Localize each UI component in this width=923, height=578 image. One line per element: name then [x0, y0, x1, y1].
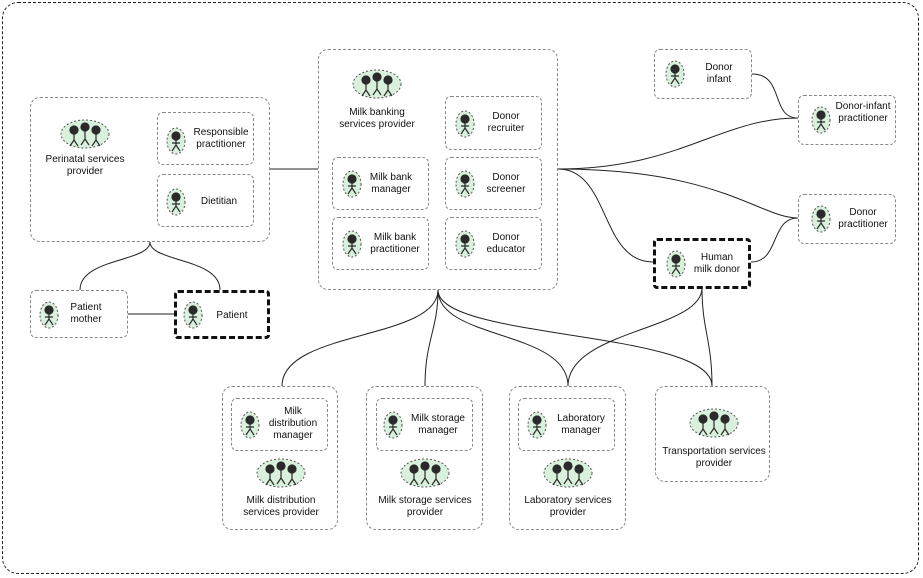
role-milk-bank-manager: Milk bank manager — [332, 157, 429, 210]
person-icon — [166, 127, 186, 155]
role-dietitian: Dietitian — [157, 174, 254, 227]
role-label: Milk bank practitioner — [370, 232, 420, 255]
role-label: Donor recruiter — [487, 111, 525, 134]
person-icon — [811, 106, 831, 134]
group-label: Perinatal services provider — [45, 154, 125, 177]
group-label: Laboratory services provider — [524, 495, 612, 518]
link-milkbank-donorinfantpractitioner — [557, 117, 799, 170]
group-icon — [60, 119, 110, 149]
role-label: Milk distribution manager — [268, 406, 318, 441]
role-donor-practitioner: Donor practitioner — [798, 194, 896, 244]
role-label: Donor-infant practitioner — [835, 101, 891, 124]
group-label: Milk storage services provider — [378, 495, 472, 518]
role-label: Donor educator — [486, 232, 526, 255]
link-milkbank-laboratory — [437, 289, 569, 387]
role-human-milk-donor: Human milk donor — [653, 238, 751, 289]
person-icon — [455, 230, 475, 258]
role-laboratory-manager: Laboratory manager — [518, 398, 615, 451]
role-label: Donor screener — [486, 172, 526, 195]
role-label: Donor infant — [705, 62, 733, 85]
person-icon — [665, 60, 685, 88]
person-icon — [666, 250, 686, 278]
role-label: Dietitian — [200, 196, 238, 207]
role-label: Donor practitioner — [838, 207, 888, 230]
link-perinatal-patient — [149, 241, 221, 291]
link-donorinfant-practitioner — [751, 73, 799, 119]
group-icon — [689, 408, 739, 438]
group-label: Milk banking services provider — [339, 107, 415, 130]
person-icon — [166, 188, 186, 216]
group-icon — [352, 69, 402, 99]
link-humanmilkdonor-laboratory — [567, 287, 703, 387]
link-donorpractitioner-humanmilkdonor — [750, 217, 799, 263]
role-milk-storage-manager: Milk storage manager — [376, 398, 473, 451]
person-icon — [455, 110, 475, 138]
role-label: Patient mother — [70, 302, 102, 325]
role-milk-bank-practitioner: Milk bank practitioner — [332, 217, 429, 270]
role-donor-recruiter: Donor recruiter — [445, 96, 542, 150]
link-perinatal-patientmother — [79, 241, 151, 291]
role-label: Laboratory manager — [557, 413, 605, 436]
role-donor-screener: Donor screener — [445, 157, 542, 210]
role-donor-educator: Donor educator — [445, 217, 542, 270]
link-milkbank-donorpractitioner — [557, 168, 799, 219]
link-milkbank-transportation — [437, 289, 713, 387]
role-milk-distribution-manager: Milk distribution manager — [231, 398, 328, 451]
link-milkbank-humanmilkdonor — [557, 168, 654, 263]
link-humanmilkdonor-transportation — [701, 287, 713, 387]
group-label: Transportation services provider — [662, 446, 766, 469]
role-label: Human milk donor — [693, 252, 741, 275]
person-icon — [455, 170, 475, 198]
role-donor-infant: Donor infant — [654, 49, 752, 99]
person-icon — [383, 411, 403, 439]
role-label: Responsible practitioner — [193, 127, 249, 150]
person-icon — [39, 301, 59, 329]
role-label: Milk bank manager — [369, 172, 413, 195]
person-icon — [811, 205, 831, 233]
group-icon — [400, 458, 450, 488]
group-icon — [543, 458, 593, 488]
person-icon — [527, 411, 547, 439]
person-icon — [240, 411, 260, 439]
group-transportation-services-provider: Transportation services provider — [655, 386, 770, 482]
role-patient-mother: Patient mother — [30, 290, 128, 338]
person-icon — [342, 170, 362, 198]
link-milkbank-storage — [424, 289, 439, 387]
role-label: Milk storage manager — [411, 413, 465, 436]
person-icon — [342, 230, 362, 258]
group-icon — [256, 458, 306, 488]
role-donor-infant-practitioner: Donor-infant practitioner — [798, 95, 896, 145]
person-icon — [183, 301, 203, 329]
role-responsible-practitioner: Responsible practitioner — [157, 112, 254, 165]
role-label: Patient — [216, 310, 248, 321]
link-milkbank-distribution — [281, 289, 439, 387]
group-label: Milk distribution services provider — [243, 495, 319, 518]
role-patient: Patient — [174, 290, 270, 339]
